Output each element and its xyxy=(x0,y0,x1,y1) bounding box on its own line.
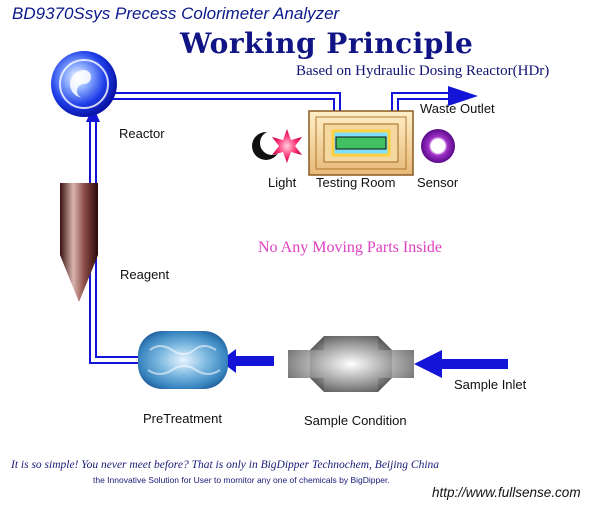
sample-condition-label: Sample Condition xyxy=(304,413,407,428)
waste-outlet-label: Waste Outlet xyxy=(420,101,495,116)
sample-inlet-shaft xyxy=(440,359,508,369)
page-heading: Working Principle xyxy=(180,27,474,60)
reactor-label: Reactor xyxy=(119,126,165,141)
sensor-label: Sensor xyxy=(417,175,459,190)
app-title: BD9370Ssys Precess Colorimeter Analyzer xyxy=(12,4,340,23)
pretreatment-to-reactor-pipe-inner xyxy=(95,120,138,358)
footer-tagline: It is so simple! You never meet before? … xyxy=(11,459,440,471)
pretreatment-label: PreTreatment xyxy=(143,411,222,426)
reagent-label: Reagent xyxy=(120,267,170,282)
sample-condition-icon xyxy=(288,336,414,392)
condition-to-pretreatment-shaft xyxy=(234,356,274,366)
page-subheading: Based on Hydraulic Dosing Reactor(HDr) xyxy=(296,63,550,79)
reagent-icon xyxy=(60,183,98,302)
pretreatment-icon xyxy=(138,331,228,389)
reactor-icon xyxy=(51,51,117,117)
light-label: Light xyxy=(268,175,297,190)
testing-room-label: Testing Room xyxy=(316,175,396,190)
footer-subtext: the Innovative Solution for User to morn… xyxy=(93,475,390,485)
sensor-icon xyxy=(421,129,455,163)
waste-outlet-arrow xyxy=(448,86,478,106)
website-link[interactable]: http://www.fullsense.com xyxy=(432,485,581,500)
light-icon xyxy=(252,129,302,163)
no-moving-parts-note: No Any Moving Parts Inside xyxy=(258,239,442,256)
sample-inlet-label: Sample Inlet xyxy=(454,377,527,392)
testing-room-icon xyxy=(308,110,414,176)
sample-inlet-arrow xyxy=(414,350,442,378)
